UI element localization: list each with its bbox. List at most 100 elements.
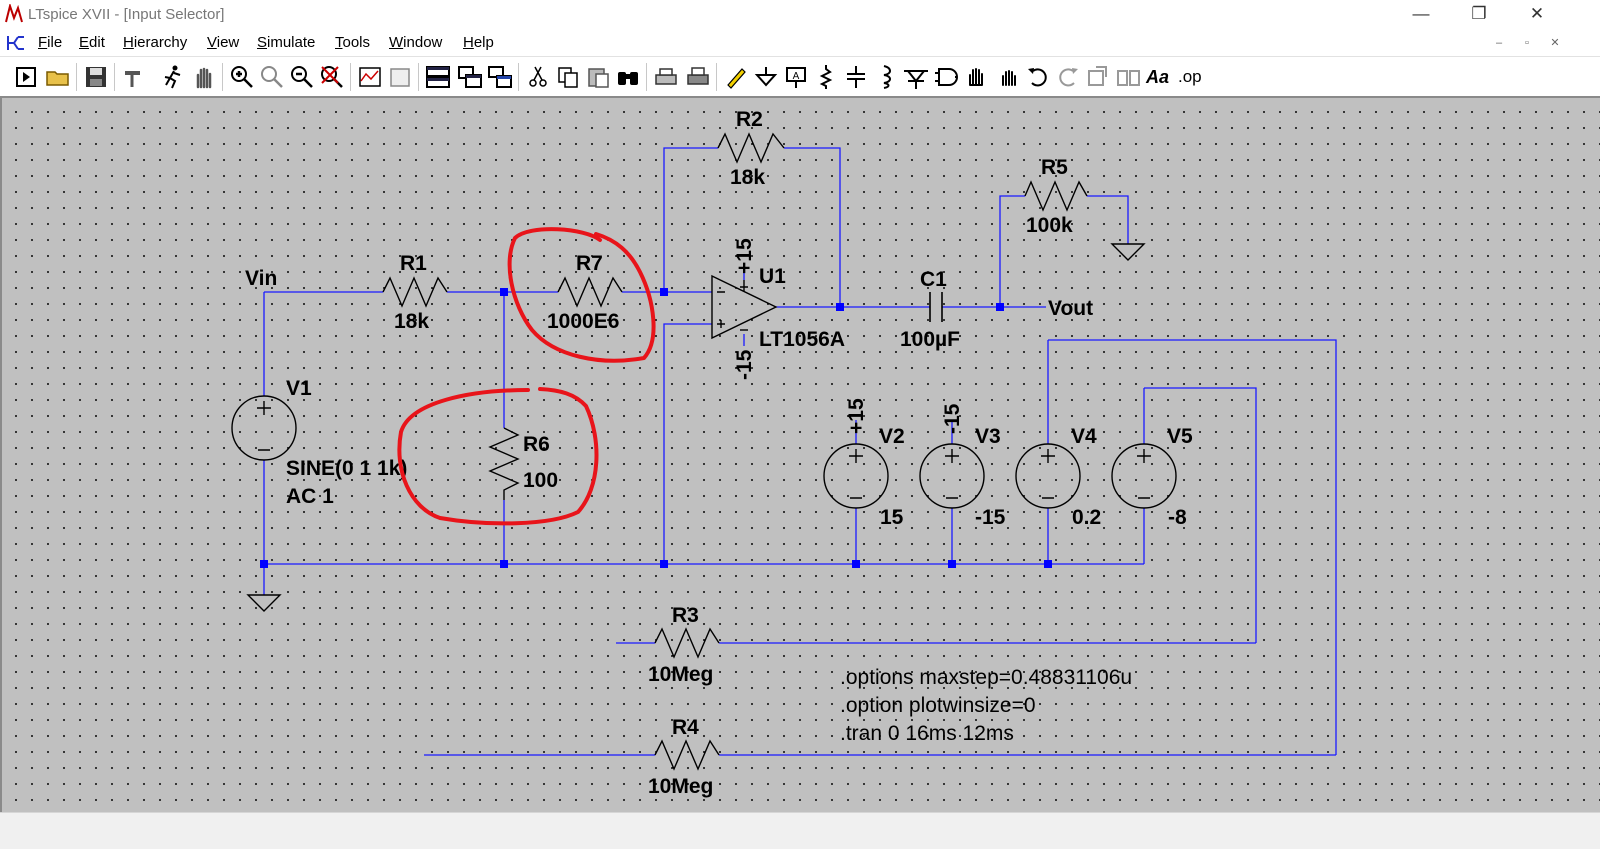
ground-icon[interactable] xyxy=(752,63,780,91)
v5-name: V5 xyxy=(1167,425,1193,448)
menu-view[interactable]: View xyxy=(207,34,240,51)
rotate-icon[interactable] xyxy=(1084,63,1112,91)
zoom-fit-icon[interactable] xyxy=(258,63,286,91)
voltage-source-v4-symbol[interactable] xyxy=(1015,443,1081,509)
mirror-icon[interactable] xyxy=(1114,63,1142,91)
close-button[interactable]: ✕ xyxy=(1529,4,1545,23)
print-setup-icon[interactable] xyxy=(652,63,680,91)
spice-directive-options[interactable]: .options maxstep=0.48831106u xyxy=(840,666,1132,689)
toolbar-separator xyxy=(418,63,419,91)
menu-window[interactable]: Window xyxy=(389,34,443,51)
restore-button[interactable]: ❐ xyxy=(1471,4,1487,23)
drag-hand-icon[interactable] xyxy=(994,63,1022,91)
r1-name: R1 xyxy=(400,252,427,275)
minimize-button[interactable]: — xyxy=(1412,4,1430,23)
voltage-source-v2-symbol[interactable] xyxy=(823,443,889,509)
mdi-restore-button[interactable]: ▫ xyxy=(1525,37,1529,49)
hammer-icon[interactable] xyxy=(120,63,148,91)
v4-value: 0.2 xyxy=(1072,506,1101,529)
net-label-vout[interactable]: Vout xyxy=(1048,297,1093,320)
open-folder-icon[interactable] xyxy=(44,63,72,91)
draw-wire-pencil-icon[interactable] xyxy=(722,63,750,91)
u1-vminus-label: -15 xyxy=(733,349,756,380)
cut-scissors-icon[interactable] xyxy=(524,63,552,91)
tile-vertical-icon[interactable] xyxy=(456,63,484,91)
spice-directive-plotwinsize[interactable]: .option plotwinsize=0 xyxy=(840,694,1036,717)
resistor-r5-symbol[interactable] xyxy=(1024,180,1088,212)
menu-help[interactable]: Help xyxy=(463,34,494,51)
v5-value: -8 xyxy=(1168,506,1187,529)
r3-value: 10Meg xyxy=(648,663,713,686)
toolbar: A Aa .op xyxy=(0,56,1600,98)
annotation-circle-r6 xyxy=(397,387,599,526)
toolbar-separator xyxy=(222,63,223,91)
resistor-r2-symbol[interactable] xyxy=(717,132,785,164)
wires xyxy=(263,147,1337,756)
find-binoculars-icon[interactable] xyxy=(614,63,642,91)
resistor-r7-symbol[interactable] xyxy=(557,276,623,308)
resistor-icon[interactable] xyxy=(812,63,840,91)
zoom-in-icon[interactable] xyxy=(228,63,256,91)
mdi-minimize-button[interactable]: – xyxy=(1495,37,1503,49)
print-icon[interactable] xyxy=(684,63,712,91)
window-title: LTspice XVII - [Input Selector] xyxy=(28,6,225,23)
voltage-source-v5-symbol[interactable] xyxy=(1111,443,1177,509)
cascade-windows-icon[interactable] xyxy=(486,63,514,91)
spice-directive-tran[interactable]: .tran 0 16ms 12ms xyxy=(840,722,1014,745)
v4-name: V4 xyxy=(1071,425,1097,448)
menu-bar: File Edit Hierarchy View Simulate Tools … xyxy=(0,30,1600,56)
v1-value-line2: AC 1 xyxy=(286,485,334,508)
v1-name: V1 xyxy=(286,377,312,400)
mdi-close-button[interactable]: ✕ xyxy=(1550,37,1560,49)
resistor-r6-symbol[interactable] xyxy=(488,427,520,500)
menu-hierarchy[interactable]: Hierarchy xyxy=(123,34,188,51)
ground-symbol[interactable] xyxy=(1110,243,1146,261)
diode-icon[interactable] xyxy=(902,63,930,91)
menu-tools[interactable]: Tools xyxy=(335,34,371,51)
tile-horizontal-icon[interactable] xyxy=(424,63,452,91)
status-bar xyxy=(0,812,1600,849)
running-man-icon[interactable] xyxy=(158,63,186,91)
label-net-icon[interactable]: A xyxy=(782,63,810,91)
resistor-r1-symbol[interactable] xyxy=(382,276,448,308)
v3-name: V3 xyxy=(975,425,1001,448)
capacitor-icon[interactable] xyxy=(842,63,870,91)
copy-icon[interactable] xyxy=(554,63,582,91)
menu-edit[interactable]: Edit xyxy=(79,34,105,51)
zoom-out-icon[interactable] xyxy=(288,63,316,91)
opamp-u1-symbol[interactable] xyxy=(711,274,778,340)
schematic-canvas[interactable]: Vin Vout R1 18k R7 1000E6 R2 18k R5 100k… xyxy=(0,96,1600,812)
pan-hand-icon[interactable] xyxy=(190,63,218,91)
menu-file[interactable]: File xyxy=(38,34,63,51)
text-icon[interactable]: Aa xyxy=(1146,67,1170,87)
voltage-source-v1-symbol[interactable] xyxy=(231,395,297,461)
resistor-r3-symbol[interactable] xyxy=(654,627,720,659)
move-hand-icon[interactable] xyxy=(962,63,990,91)
run-icon[interactable] xyxy=(12,63,40,91)
document-system-icon[interactable] xyxy=(4,32,28,59)
menu-simulate[interactable]: Simulate xyxy=(257,34,316,51)
paste-icon[interactable] xyxy=(584,63,612,91)
plot-settings-icon[interactable] xyxy=(386,63,414,91)
capacitor-c1-symbol[interactable] xyxy=(929,292,943,322)
component-icon[interactable] xyxy=(932,63,960,91)
junction-dot xyxy=(852,560,860,568)
voltage-source-v3-symbol[interactable] xyxy=(919,443,985,509)
redo-icon[interactable] xyxy=(1054,63,1082,91)
spice-directive-icon[interactable]: .op xyxy=(1178,67,1202,86)
inductor-icon[interactable] xyxy=(872,63,900,91)
net-label-vin[interactable]: Vin xyxy=(245,267,277,290)
r2-value: 18k xyxy=(730,166,765,189)
v2-net-label: +15 xyxy=(845,398,868,434)
save-icon[interactable] xyxy=(82,63,110,91)
plot-icon[interactable] xyxy=(356,63,384,91)
r2-name: R2 xyxy=(736,108,763,131)
junction-dot xyxy=(500,288,508,296)
resistor-r4-symbol[interactable] xyxy=(654,739,720,771)
r4-name: R4 xyxy=(672,716,699,739)
toolbar-separator xyxy=(76,63,77,91)
title-bar: LTspice XVII - [Input Selector] — ❐ ✕ xyxy=(0,0,1600,30)
undo-icon[interactable] xyxy=(1024,63,1052,91)
ground-symbol[interactable] xyxy=(246,594,282,612)
zoom-cancel-icon[interactable] xyxy=(318,63,346,91)
